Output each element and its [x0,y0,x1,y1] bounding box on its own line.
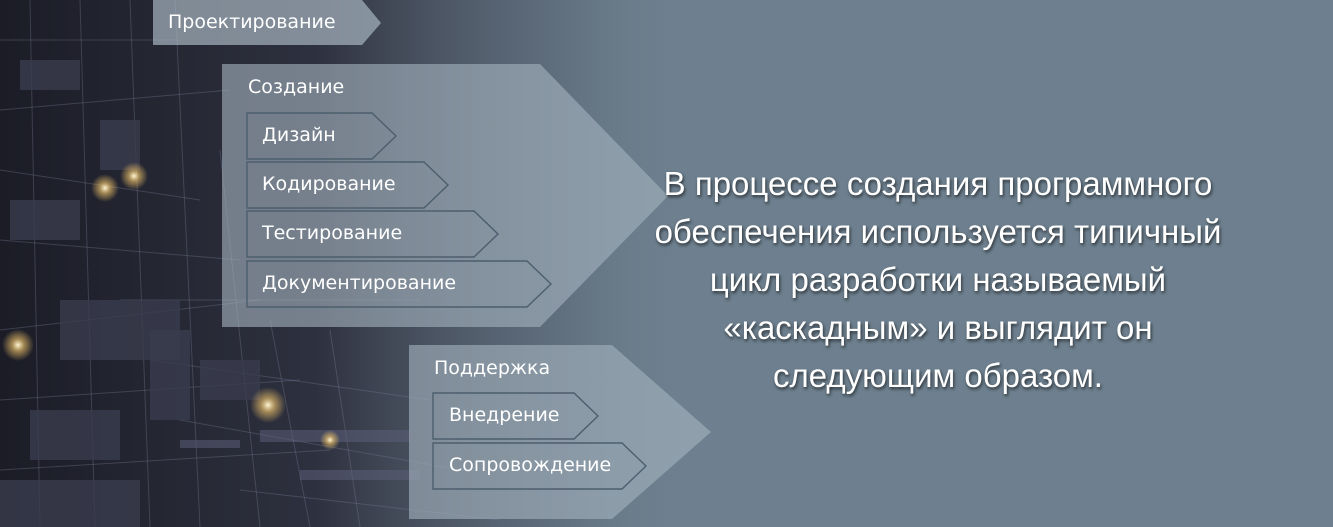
step-coding-label: Кодирование [262,173,396,195]
description-line: В процессе создания программного [663,165,1213,202]
description-line: цикл разработки называемый [709,261,1167,298]
step-testing-label: Тестирование [262,222,403,244]
description-line: следующим образом. [773,357,1103,394]
step-documentation-label: Документирование [262,272,457,294]
phase-design-label: Проектирование [168,11,336,33]
description-line: «каскадным» и выглядит он [723,309,1153,346]
step-design-label: Дизайн [262,124,336,146]
phase-creation-label: Создание [248,76,345,98]
step-chevron-maintenance [432,442,648,490]
phase-support-label: Поддержка [434,357,551,379]
step-chevron-deployment [432,392,600,440]
step-chevron-coding [246,161,450,209]
step-chevron-documentation [246,260,553,308]
phase-design-chevron [153,0,381,45]
step-maintenance-label: Сопровождение [449,454,612,476]
description-text: В процессе создания программного обеспеч… [548,160,1328,400]
waterfall-diagram [153,0,711,519]
step-chevron-design [246,112,398,160]
step-chevron-testing [246,210,500,258]
description-line: обеспечения используется типичный [654,213,1222,250]
step-deployment-label: Внедрение [449,404,560,426]
